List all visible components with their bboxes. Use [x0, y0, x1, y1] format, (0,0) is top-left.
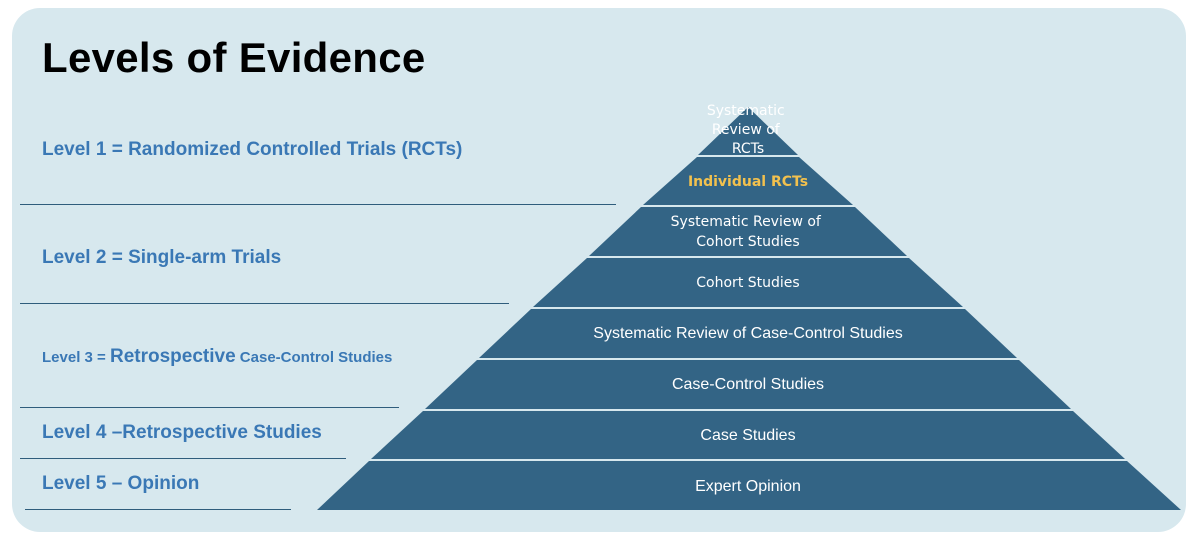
- pyramid-tier-1-line-2: Review of: [712, 122, 781, 138]
- level-4-label: Level 4 –Retrospective Studies: [42, 422, 322, 443]
- pyramid-tier-3-label: Systematic Review of Cohort Studies: [671, 214, 826, 250]
- pyramid-tier-8-shape: [317, 461, 1181, 510]
- pyramid-tier-3: Systematic Review of Cohort Studies: [589, 207, 907, 256]
- pyramid-tier-6-shape: [425, 360, 1071, 409]
- pyramid-tier-6-label: Case-Control Studies: [672, 376, 824, 393]
- pyramid-tier-4-label: Cohort Studies: [696, 275, 799, 291]
- level-4-divider: [20, 458, 346, 459]
- pyramid-tier-4-shape: [533, 258, 963, 307]
- pyramid-tier-2-shape: [643, 157, 853, 205]
- pyramid-tier-1: Systematic Review of RCTs: [698, 103, 798, 157]
- pyramid-tier-5-shape: [479, 309, 1017, 358]
- pyramid-tier-1-line-3: RCTs: [732, 141, 764, 157]
- level-5-label: Level 5 – Opinion: [42, 473, 200, 494]
- pyramid-tier-1-label: Systematic Review of RCTs: [707, 103, 789, 157]
- level-3-prefix: Level 3 =: [42, 349, 110, 366]
- level-3-suffix: Case-Control Studies: [235, 349, 393, 366]
- pyramid-tier-1-line-1: Systematic: [707, 103, 785, 119]
- pyramid-tier-8: Expert Opinion: [317, 461, 1181, 510]
- level-3-divider: [20, 407, 399, 408]
- pyramid-tier-3-line-2: Cohort Studies: [696, 234, 799, 250]
- pyramid-tier-2-label: Individual RCTs: [688, 174, 808, 190]
- level-2-divider: [20, 303, 509, 304]
- level-1-divider: [20, 204, 616, 205]
- pyramid-tier-7-shape: [371, 411, 1125, 459]
- pyramid-tier-6: Case-Control Studies: [425, 360, 1071, 409]
- level-5-divider: [25, 509, 291, 510]
- pyramid-tier-7: Case Studies: [371, 411, 1125, 459]
- pyramid-tier-1-shape: [698, 107, 798, 155]
- slide-title: Levels of Evidence: [42, 34, 426, 81]
- level-1-label: Level 1 = Randomized Controlled Trials (…: [42, 139, 463, 160]
- pyramid-tier-2: Individual RCTs: [643, 157, 853, 205]
- pyramid-tier-5: Systematic Review of Case-Control Studie…: [479, 309, 1017, 358]
- level-3-label: Level 3 = Retrospective Case-Control Stu…: [42, 346, 392, 368]
- pyramid-tier-4: Cohort Studies: [533, 258, 963, 307]
- level-3-emphasis: Retrospective: [109, 346, 236, 367]
- pyramid-tier-3-line-1: Systematic Review of: [671, 214, 822, 230]
- pyramid-tier-5-label: Systematic Review of Case-Control Studie…: [593, 325, 902, 342]
- pyramid-tier-7-label: Case Studies: [700, 427, 795, 444]
- level-2-label: Level 2 = Single-arm Trials: [42, 247, 282, 268]
- pyramid-tier-3-shape: [589, 207, 907, 256]
- pyramid-tier-8-label: Expert Opinion: [695, 478, 801, 495]
